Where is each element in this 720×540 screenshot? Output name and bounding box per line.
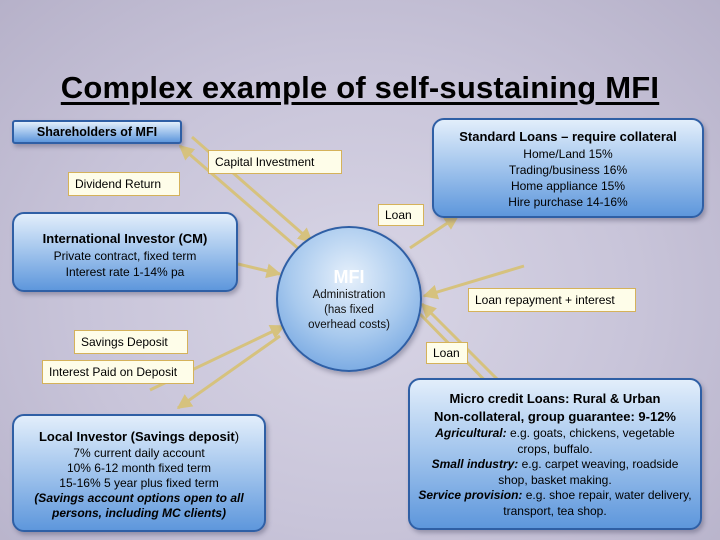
label-loan-repayment: Loan repayment + interest	[468, 288, 636, 312]
micro-item-small-industry: Small industry: e.g. carpet weaving, roa…	[418, 457, 692, 488]
micro-item-text: e.g. shoe repair, water delivery, transp…	[503, 488, 692, 518]
mfi-circle: MFI Administration (has fixed overhead c…	[276, 226, 422, 372]
standard-line-2: Trading/business 16%	[508, 163, 628, 177]
standard-line-3: Home appliance 15%	[510, 179, 626, 193]
micro-item-service: Service provision: e.g. shoe repair, wat…	[418, 488, 692, 519]
mfi-line-2: (has fixed	[324, 304, 374, 316]
international-title: International Investor (CM)	[42, 231, 208, 246]
arrow-dividend-return	[178, 144, 301, 252]
label-dividend-return: Dividend Return	[68, 172, 180, 196]
local-note: (Savings account options open to all per…	[34, 491, 244, 520]
local-line-1: 7% current daily account	[73, 446, 205, 460]
standard-line-4: Hire purchase 14-16%	[508, 195, 628, 209]
label-loan-top: Loan	[378, 204, 424, 226]
standard-line-1: Home/Land 15%	[523, 147, 613, 161]
label-savings-deposit: Savings Deposit	[74, 330, 188, 354]
micro-item-text: e.g. goats, chickens, vegetable crops, b…	[506, 426, 675, 456]
standard-title: Standard Loans – require collateral	[459, 129, 677, 144]
local-title-tail: )	[234, 429, 240, 444]
local-title: Local Investor (Savings deposit)	[14, 428, 264, 446]
local-line-3: 15-16% 5 year plus fixed term	[59, 476, 219, 490]
mfi-line-1: Administration	[312, 289, 386, 301]
arrow-loan-standard	[409, 214, 460, 250]
label-interest-paid: Interest Paid on Deposit	[42, 360, 194, 384]
local-investor-box: Local Investor (Savings deposit) 7% curr…	[12, 414, 266, 532]
micro-title-1: Micro credit Loans: Rural & Urban	[449, 391, 661, 406]
arrow-international-to-mfi	[237, 262, 282, 279]
standard-loans-box: Standard Loans – require collateral Home…	[432, 118, 704, 218]
international-investor-box: International Investor (CM) Private cont…	[12, 212, 238, 292]
micro-item-label: Agricultural:	[435, 426, 507, 440]
micro-credit-box: Micro credit Loans: Rural & Urban Non-co…	[408, 378, 702, 530]
micro-item-label: Service provision:	[418, 488, 523, 502]
shareholders-box: Shareholders of MFI	[12, 120, 182, 144]
arrow-loan-repayment	[422, 264, 525, 300]
micro-title-2: Non-collateral, group guarantee: 9-12%	[434, 409, 676, 424]
international-line-2: Interest rate 1-14% pa	[65, 265, 185, 279]
mfi-title: MFI	[333, 267, 365, 287]
micro-item-agricultural: Agricultural: e.g. goats, chickens, vege…	[418, 426, 692, 457]
mfi-line-3: overhead costs)	[308, 319, 390, 331]
international-line-1: Private contract, fixed term	[53, 249, 197, 263]
micro-item-text: e.g. carpet weaving, roadside shop, bask…	[498, 457, 679, 487]
local-title-bold: Local Investor (Savings deposit	[38, 429, 235, 444]
local-line-2: 10% 6-12 month fixed term	[66, 461, 212, 475]
shareholders-title: Shareholders of MFI	[36, 125, 158, 139]
label-capital-investment: Capital Investment	[208, 150, 342, 174]
arrow-interest-paid	[176, 334, 281, 410]
label-loan-bottom: Loan	[426, 342, 468, 364]
micro-item-label: Small industry:	[431, 457, 519, 471]
slide-title: Complex example of self-sustaining MFI	[60, 70, 660, 105]
